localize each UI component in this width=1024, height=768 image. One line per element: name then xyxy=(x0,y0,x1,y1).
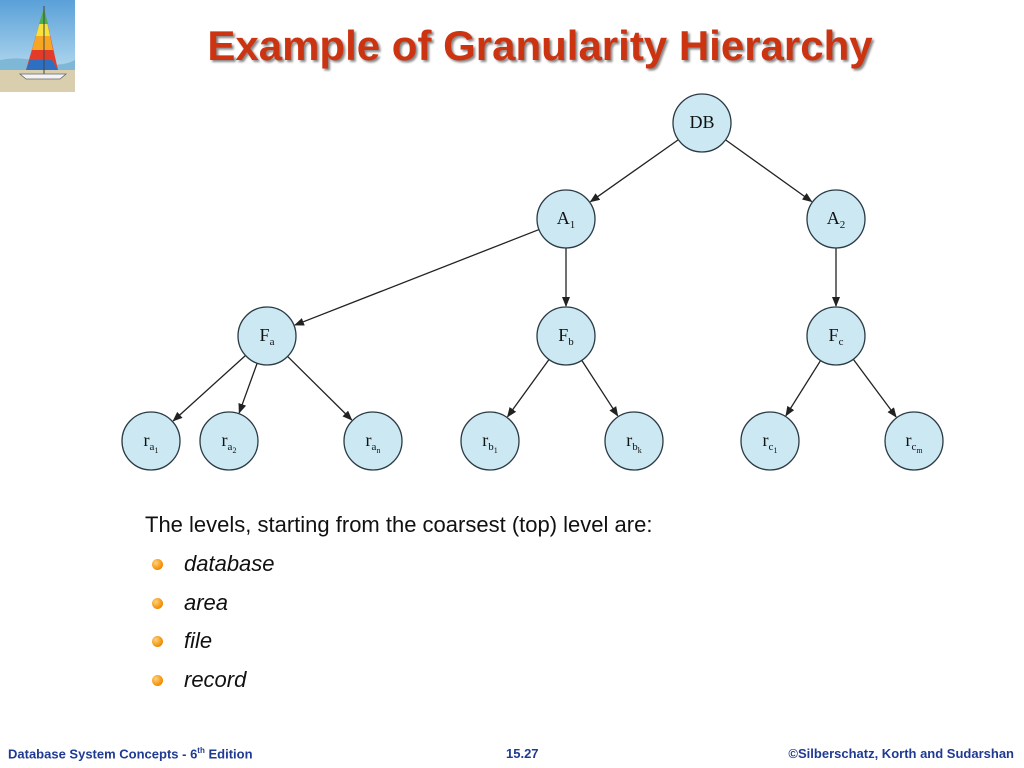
node-circle xyxy=(536,306,596,366)
list-item: file xyxy=(150,627,275,666)
level-label: file xyxy=(184,628,213,653)
node-ra2: ra2 xyxy=(199,411,259,471)
level-list: database area file record xyxy=(150,550,275,704)
node-label: Fa xyxy=(260,325,275,348)
node-circle xyxy=(536,189,596,249)
node-label: rc1 xyxy=(763,430,778,455)
edge-Fa-ra2 xyxy=(238,363,258,414)
node-Fc: Fc xyxy=(806,306,866,366)
level-label: area xyxy=(184,589,229,615)
footer-copyright: ©Silberschatz, Korth and Sudarshan xyxy=(788,746,1014,761)
node-A2: A2 xyxy=(806,189,866,249)
node-circle xyxy=(199,411,259,471)
level-label: database xyxy=(184,551,275,576)
node-circle xyxy=(121,411,181,471)
list-item: database xyxy=(150,550,275,589)
edge-Fc-rc1 xyxy=(785,360,822,417)
node-circle xyxy=(740,411,800,471)
footer: Database System Concepts - 6th Edition 1… xyxy=(0,744,1024,764)
edge-Fc-rcm xyxy=(852,358,897,418)
node-label: DB xyxy=(689,112,714,132)
node-label: ra2 xyxy=(222,430,237,455)
node-label: Fc xyxy=(829,325,844,348)
node-rb1: rb1 xyxy=(460,411,520,471)
node-Fb: Fb xyxy=(536,306,596,366)
node-label: rbk xyxy=(626,430,642,455)
node-rcm: rcm xyxy=(884,411,944,471)
node-circle xyxy=(806,306,866,366)
node-ra1: ra1 xyxy=(121,411,181,471)
node-label: Fb xyxy=(558,325,574,348)
intro-text: The levels, starting from the coarsest (… xyxy=(145,512,653,537)
bullet-icon xyxy=(152,559,163,570)
bullet-icon xyxy=(152,674,163,686)
node-circle xyxy=(237,306,297,366)
list-item: record xyxy=(150,666,275,705)
node-label: A1 xyxy=(557,208,576,231)
node-A1: A1 xyxy=(536,189,596,249)
node-label: A2 xyxy=(827,208,846,231)
node-label: rb1 xyxy=(482,430,498,455)
edge-A1-Fa xyxy=(294,228,540,326)
node-circle xyxy=(343,411,403,471)
edge-DB-A2 xyxy=(725,139,813,203)
node-DB: DB xyxy=(672,93,732,153)
list-item: area xyxy=(150,589,275,628)
edge-Fa-ra1 xyxy=(172,354,246,422)
node-circle xyxy=(884,411,944,471)
edge-DB-A1 xyxy=(589,139,679,203)
level-label: record xyxy=(184,666,247,692)
node-rbk: rbk xyxy=(604,411,664,471)
node-circle xyxy=(460,411,520,471)
node-ran: ran xyxy=(343,411,403,471)
bullet-icon xyxy=(152,636,163,647)
node-circle xyxy=(604,411,664,471)
edge-Fb-rbk xyxy=(581,359,619,417)
footer-book-title: Database System Concepts - 6th Edition xyxy=(8,746,253,762)
node-circle xyxy=(806,189,866,249)
edge-Fa-ran xyxy=(287,355,353,421)
bullet-icon xyxy=(152,597,163,609)
footer-page-number: 15.27 xyxy=(506,746,539,761)
edge-Fb-rb1 xyxy=(507,359,550,418)
node-Fa: Fa xyxy=(237,306,297,366)
node-label: rcm xyxy=(905,430,923,455)
node-label: ra1 xyxy=(144,430,159,455)
node-label: ran xyxy=(366,430,381,455)
page-title: Example of Granularity Hierarchy xyxy=(207,22,873,69)
node-circle xyxy=(672,93,732,153)
sailboat-logo-icon xyxy=(0,0,75,92)
node-rc1: rc1 xyxy=(740,411,800,471)
